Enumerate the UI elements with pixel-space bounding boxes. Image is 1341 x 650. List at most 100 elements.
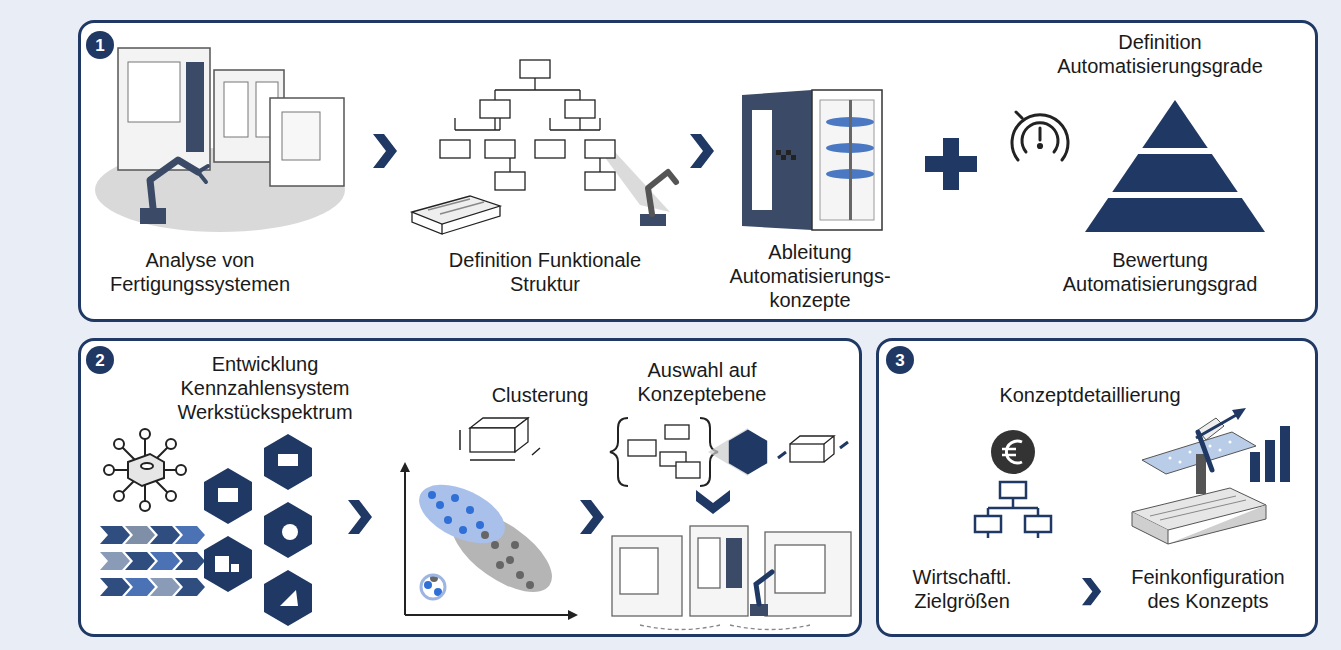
machine-configuration-figure-part: [1265, 440, 1275, 482]
process-panel: Entwicklung Kennzahlensystem Werkstücksp…: [78, 338, 862, 637]
cluster-plot-part-part: [459, 526, 467, 534]
concept-selection-part: [628, 440, 656, 456]
storage-cabinet-part: [742, 90, 812, 230]
cost-structure-icon-part: [975, 482, 1051, 538]
storage-cabinet-part: [820, 100, 874, 220]
concept-selection-part: [665, 425, 689, 439]
functional-structure-tree-part: [495, 172, 525, 190]
machine-configuration-figure-part-part: [1169, 457, 1172, 460]
process-chain-arrows-part: [175, 552, 205, 570]
workpiece-network-icon: [104, 429, 186, 511]
gauge-symbol-part: [1039, 128, 1042, 140]
cluster-plot-part: [470, 418, 528, 452]
functional-structure-tree-part: [535, 140, 565, 158]
step-label: Konzeptdetaillierung: [975, 383, 1205, 407]
cluster-plot-part-part: [526, 581, 534, 589]
storage-cabinet-part-part: [786, 150, 791, 155]
functional-structure-tree-part: [485, 140, 515, 158]
workpiece-network-icon-part: [114, 491, 124, 501]
cost-structure-icon-part-part: [1000, 482, 1026, 498]
storage-cabinet-part: [812, 90, 882, 230]
cluster-plot-part-part: [481, 531, 489, 539]
process-panel: Analyse von FertigungssystemenDefinition…: [78, 20, 1318, 322]
storage-cabinet-part: [776, 150, 796, 160]
machine-configuration-figure-part-part: [1219, 449, 1222, 452]
machine-row-part: [726, 538, 742, 588]
step-label: Wirtschaftl. Zielgrößen: [892, 565, 1032, 613]
functional-structure-tree-part: [565, 100, 595, 118]
storage-cabinet-part: [849, 100, 852, 220]
cluster-plot-part-part: [506, 556, 514, 564]
process-panel: KonzeptdetaillierungWirtschaftl. Zielgrö…: [876, 338, 1318, 637]
gauge-symbol: [1012, 112, 1068, 160]
feature-hexagons-part: [215, 454, 298, 606]
cost-structure-icon-part-part: [1025, 516, 1051, 532]
cost-structure-icon-part: [1006, 441, 1022, 463]
chevron: [373, 134, 714, 168]
concept-selection-part: [676, 462, 700, 478]
workpiece-network-icon-part: [140, 501, 150, 511]
concept-selection-part: [729, 430, 767, 475]
machine-configuration-figure-part-part: [1229, 441, 1232, 444]
feature-hexagons-part-part: [282, 524, 298, 540]
feature-hexagons-part: [264, 502, 312, 558]
cluster-plot-part-part: [424, 581, 432, 589]
cluster-plot-part-part: [466, 506, 474, 514]
workpiece-network-icon-part: [141, 463, 153, 469]
production-system-figure-part: [198, 166, 208, 182]
storage-cabinet-part: [752, 110, 772, 210]
machine-configuration-figure-part-part: [1189, 451, 1192, 454]
production-system-figure-part: [186, 62, 204, 152]
functional-structure-tree-part: [455, 78, 600, 172]
functional-structure-tree-part: [440, 140, 470, 158]
machine-row-part: [620, 548, 658, 594]
functional-structure-tree-part: [648, 172, 676, 214]
storage-cabinet-part-part: [781, 155, 786, 160]
machine-configuration-figure: [1132, 408, 1290, 544]
feature-hexagons-part-part: [278, 454, 298, 466]
chevron-part: [348, 500, 372, 534]
callout-number: 2: [95, 352, 104, 369]
cluster-plot-part-part: [511, 541, 519, 549]
panel-ground-part: [876, 338, 1318, 637]
cluster-plot-part-part: [496, 561, 504, 569]
machine-configuration-figure-part-part: [1179, 461, 1182, 464]
functional-structure-tree-part: [520, 60, 550, 78]
workpiece-network-icon-part: [128, 454, 164, 486]
machine-configuration-figure-part: [1196, 454, 1206, 494]
functional-structure-tree-part: [585, 140, 615, 158]
panel-ground-part: [78, 20, 1318, 322]
functional-structure-tree-part: [585, 172, 615, 190]
chevron-part: [580, 500, 604, 534]
workpiece-network-icon-part: [166, 439, 176, 449]
workpiece-network-icon-part: [140, 429, 150, 439]
process-chain-arrows-part: [125, 552, 155, 570]
functional-structure-tree-part: [480, 100, 510, 118]
machine-row-part: [698, 538, 720, 588]
production-system-figure-part: [118, 48, 210, 170]
concept-selection: [610, 418, 848, 486]
functional-structure-tree-part: [428, 199, 484, 214]
process-chain-arrows-part: [100, 552, 130, 570]
chevron: [1082, 578, 1101, 605]
machine-row-part: [612, 536, 682, 616]
automation-level-pyramid-part: [1080, 148, 1270, 154]
workpiece-network-icon-part: [176, 465, 186, 475]
machine-configuration-figure-part: [1232, 408, 1246, 420]
cost-structure-icon-part: [991, 430, 1035, 474]
storage-cabinet: [742, 90, 882, 230]
step-number-circle: 2: [86, 346, 114, 374]
process-chain-arrows: [100, 526, 205, 596]
machine-configuration-figure-part-part: [1209, 445, 1212, 448]
process-chain-arrows-part: [125, 578, 155, 596]
concept-selection-part: [778, 442, 848, 458]
workpiece-network-icon-part: [166, 491, 176, 501]
chevron-down-part: [696, 490, 730, 514]
cluster-plot-part-part: [436, 501, 444, 509]
cluster-plot-part-part: [515, 418, 528, 452]
process-chain-arrows-part: [100, 526, 130, 544]
cluster-plot-part: [405, 468, 572, 615]
step-label: Ableitung Automatisierungs- konzepte: [720, 240, 900, 312]
